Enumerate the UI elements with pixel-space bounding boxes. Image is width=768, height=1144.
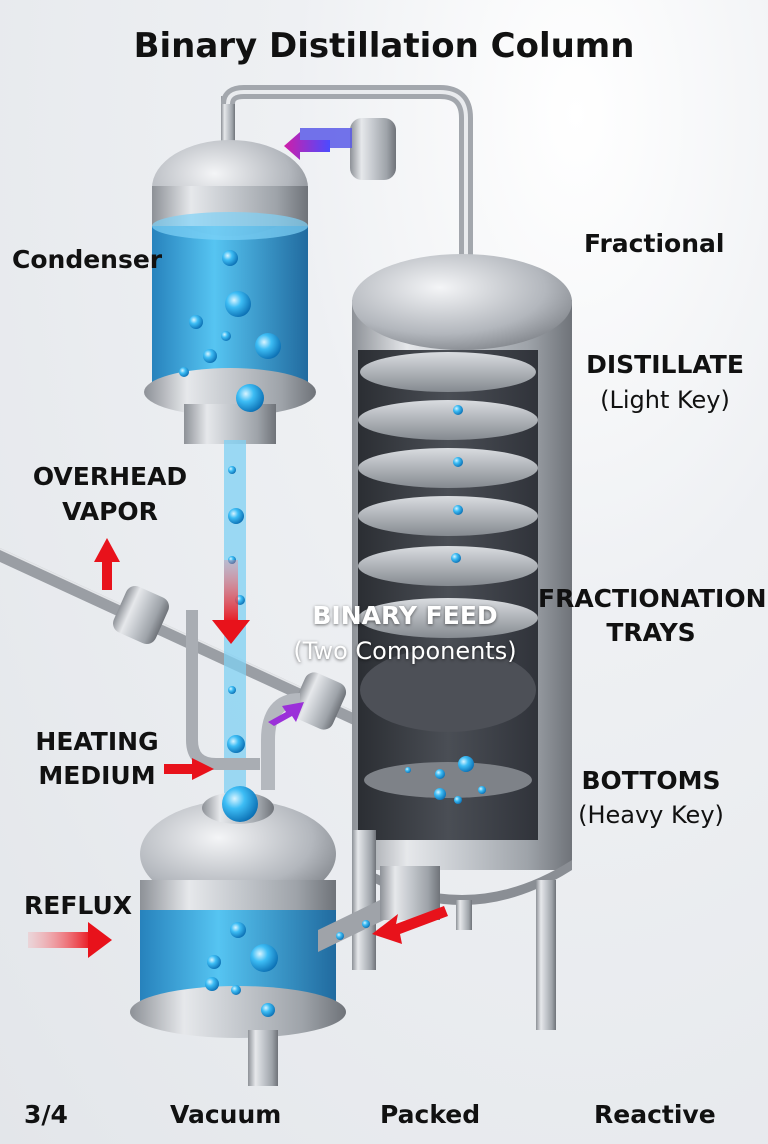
trays bbox=[358, 352, 538, 804]
overhead-vapor-label-line2: VAPOR bbox=[62, 497, 158, 526]
condenser-vessel bbox=[144, 140, 316, 444]
feed-arrow bbox=[268, 702, 304, 726]
feed-pipe bbox=[0, 548, 360, 730]
page-indicator: 3/4 bbox=[24, 1100, 68, 1129]
option-vacuum[interactable]: Vacuum bbox=[170, 1100, 282, 1129]
overhead-vapor-arrow bbox=[94, 538, 120, 590]
reboiler-vessel bbox=[130, 610, 440, 1086]
reflux-arrow bbox=[28, 922, 112, 958]
light-key-label: (Light Key) bbox=[600, 386, 730, 414]
overhead-pipe bbox=[221, 85, 473, 270]
heating-medium-label-line2: MEDIUM bbox=[38, 761, 156, 790]
bottoms-label: BOTTOMS bbox=[581, 766, 721, 795]
heating-medium-arrow bbox=[164, 758, 214, 780]
heating-medium-label-line1: HEATING bbox=[35, 727, 159, 756]
option-packed[interactable]: Packed bbox=[380, 1100, 481, 1129]
bottoms-arrow bbox=[372, 906, 448, 944]
distillate-label: DISTILLATE bbox=[586, 350, 744, 379]
page-title: Binary Distillation Column bbox=[133, 26, 635, 66]
binary-feed-label: BINARY FEED bbox=[312, 601, 498, 630]
flow-arrows bbox=[28, 132, 448, 958]
fractional-column bbox=[352, 254, 572, 1030]
heavy-key-label: (Heavy Key) bbox=[578, 801, 724, 829]
two-components-label: (Two Components) bbox=[293, 637, 517, 665]
reflux-down-arrow bbox=[212, 560, 250, 644]
fractionation-trays-label-line2: TRAYS bbox=[606, 618, 696, 647]
reflux-label: REFLUX bbox=[24, 891, 133, 920]
overhead-arrow bbox=[284, 132, 330, 160]
overhead-vapor-label-line1: OVERHEAD bbox=[32, 462, 188, 491]
fractionation-trays-label-line1: FRACTIONATION bbox=[538, 584, 767, 613]
option-reactive[interactable]: Reactive bbox=[594, 1100, 716, 1129]
fractional-label: Fractional bbox=[584, 229, 725, 258]
condenser-label: Condenser bbox=[12, 245, 163, 274]
